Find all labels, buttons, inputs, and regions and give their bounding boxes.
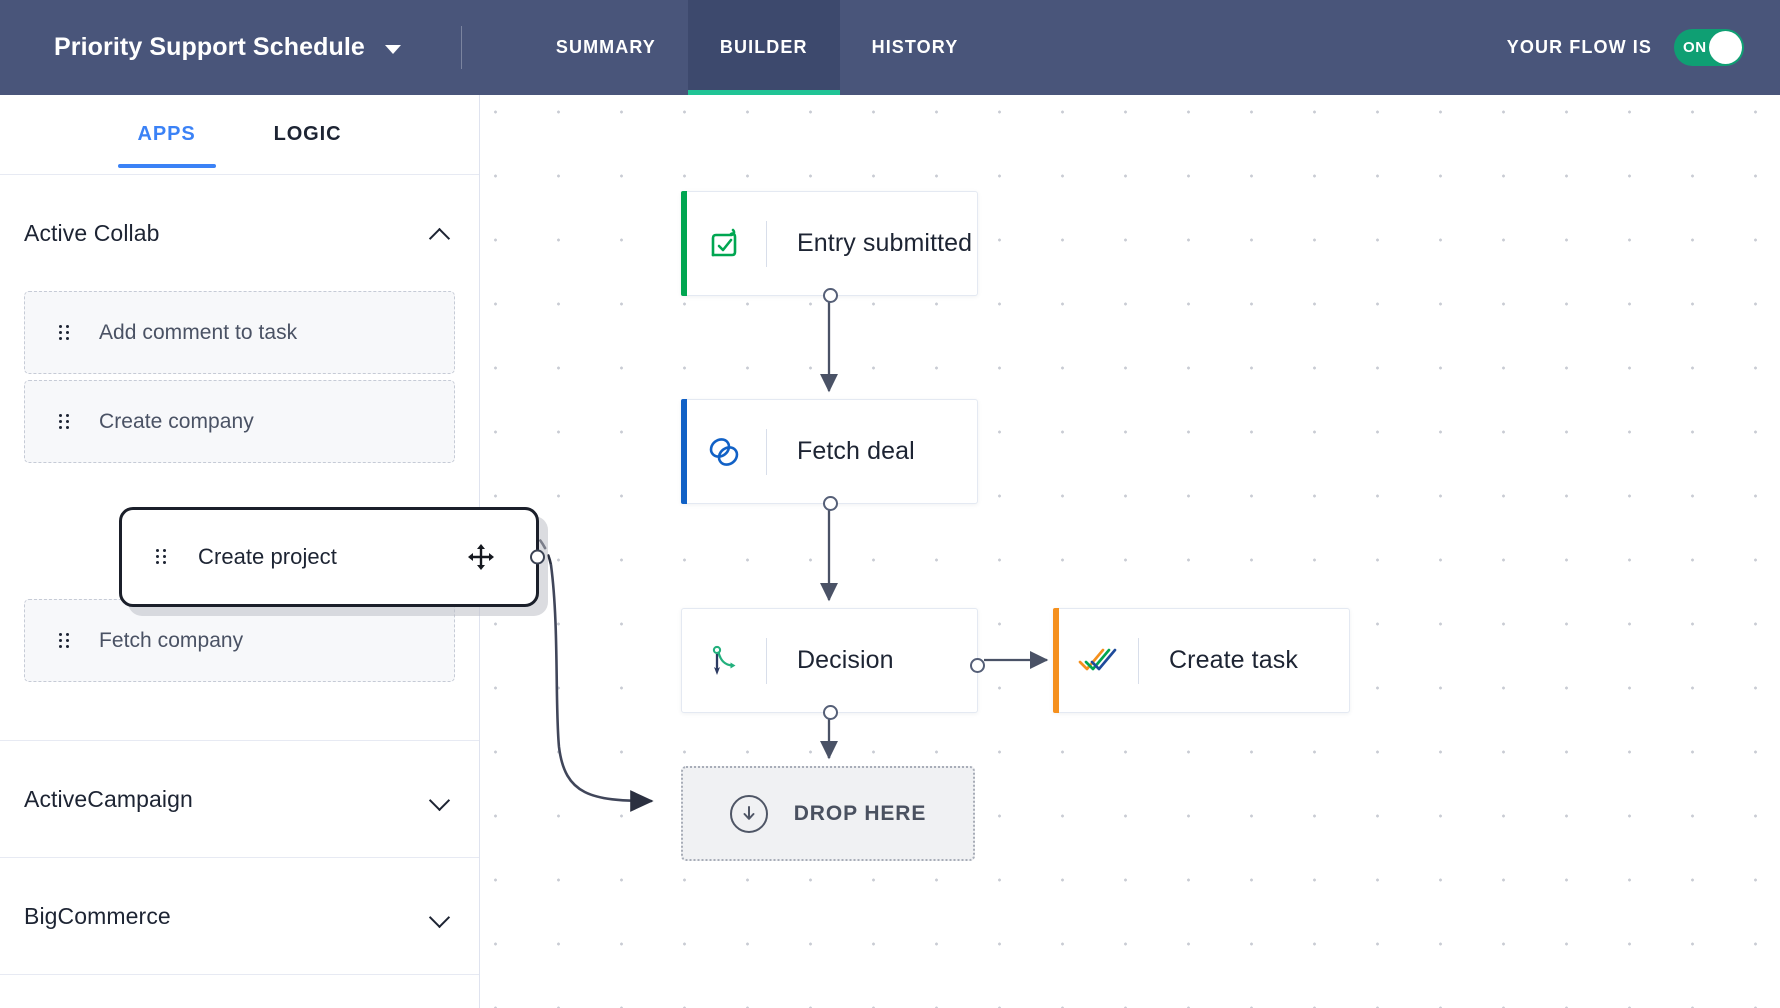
sidebar-group-title: BigCommerce [24, 902, 171, 929]
flow-node-decision[interactable]: Decision [681, 608, 985, 720]
drag-handle-icon[interactable] [59, 632, 70, 649]
node-accent-bar [681, 191, 687, 296]
flow-canvas[interactable]: Entry submitted Fetch deal [481, 95, 1780, 1008]
flow-node-label: Create task [1169, 646, 1298, 674]
drag-handle-icon[interactable] [59, 413, 70, 430]
list-item-label: Add comment to task [99, 320, 298, 344]
node-separator [766, 637, 767, 684]
divider [0, 740, 479, 741]
page-title: Priority Support Schedule [54, 33, 365, 61]
tab-history[interactable]: HISTORY [871, 37, 959, 57]
node-accent-bar [681, 399, 687, 504]
connector-port-icon[interactable] [530, 549, 545, 565]
drag-handle-icon[interactable] [59, 324, 70, 341]
zoho-crm-rings-icon [682, 431, 766, 473]
node-accent-bar [1053, 608, 1059, 713]
tab-apps[interactable]: APPS [117, 101, 216, 168]
list-item-label: Fetch company [99, 628, 244, 652]
header-divider [460, 26, 462, 69]
list-item[interactable]: Add comment to task [24, 291, 455, 374]
node-output-port-bottom[interactable] [823, 705, 838, 720]
sidebar-group-title: ActiveCampaign [24, 785, 193, 812]
drop-zone-label: DROP HERE [793, 801, 927, 825]
flow-title-group[interactable]: Priority Support Schedule [0, 0, 401, 95]
chevron-down-icon[interactable] [431, 790, 449, 808]
divider [0, 974, 479, 975]
node-output-port[interactable] [823, 496, 838, 511]
drop-zone[interactable]: DROP HERE [681, 766, 975, 861]
tab-logic[interactable]: LOGIC [273, 123, 342, 145]
flow-status-group: YOUR FLOW IS ON [1507, 0, 1780, 95]
form-entry-icon [682, 224, 766, 264]
download-circle-icon [729, 794, 768, 833]
sidebar-app-list: Add comment to task Create company Fetch… [0, 291, 479, 682]
flow-connections [481, 296, 1049, 812]
dragged-app-card-label: Create project [198, 544, 337, 569]
header-nav-tabs: SUMMARY BUILDER HISTORY [524, 0, 990, 95]
move-cursor-icon [468, 544, 494, 570]
node-output-port-right[interactable] [970, 658, 985, 673]
divider [0, 857, 479, 858]
node-output-port[interactable] [823, 288, 838, 303]
dragged-app-card[interactable]: Create project [119, 507, 545, 607]
flow-status-label: YOUR FLOW IS [1506, 37, 1652, 57]
chevron-down-icon[interactable] [384, 44, 401, 54]
node-separator [766, 220, 767, 267]
flow-node-label: Fetch deal [797, 437, 915, 465]
flow-node-entry-submitted[interactable]: Entry submitted [681, 191, 978, 303]
tab-builder[interactable]: BUILDER [687, 0, 840, 95]
sidebar-group-title: Active Collab [24, 219, 160, 246]
top-header-bar: Priority Support Schedule SUMMARY BUILDE… [0, 0, 1780, 95]
flow-enabled-toggle[interactable]: ON [1674, 29, 1744, 66]
sidebar-tabs: APPS LOGIC [0, 95, 479, 175]
decision-branch-icon [682, 640, 766, 682]
chevron-down-icon[interactable] [431, 907, 449, 925]
tab-summary[interactable]: SUMMARY [555, 37, 656, 57]
sidebar-group-bigcommerce[interactable]: BigCommerce [0, 858, 479, 974]
chevron-up-icon[interactable] [431, 224, 449, 242]
flow-node-label: Decision [797, 646, 894, 674]
drag-handle-icon[interactable] [156, 549, 167, 565]
list-item-label: Create company [99, 409, 254, 433]
flow-node-fetch-deal[interactable]: Fetch deal [681, 399, 978, 511]
sidebar-group-activecampaign[interactable]: ActiveCampaign [0, 741, 479, 857]
node-separator [1138, 637, 1139, 684]
toggle-knob [1709, 31, 1742, 64]
list-item[interactable]: Create company [24, 380, 455, 463]
toggle-state-label: ON [1683, 39, 1707, 56]
flow-node-label: Entry submitted [797, 229, 973, 257]
node-separator [766, 428, 767, 475]
list-item[interactable]: Fetch company [24, 599, 455, 682]
zoho-projects-checks-icon [1054, 641, 1138, 681]
sidebar-group-active-collab[interactable]: Active Collab [0, 175, 479, 291]
flow-node-create-task[interactable]: Create task [1053, 608, 1350, 713]
